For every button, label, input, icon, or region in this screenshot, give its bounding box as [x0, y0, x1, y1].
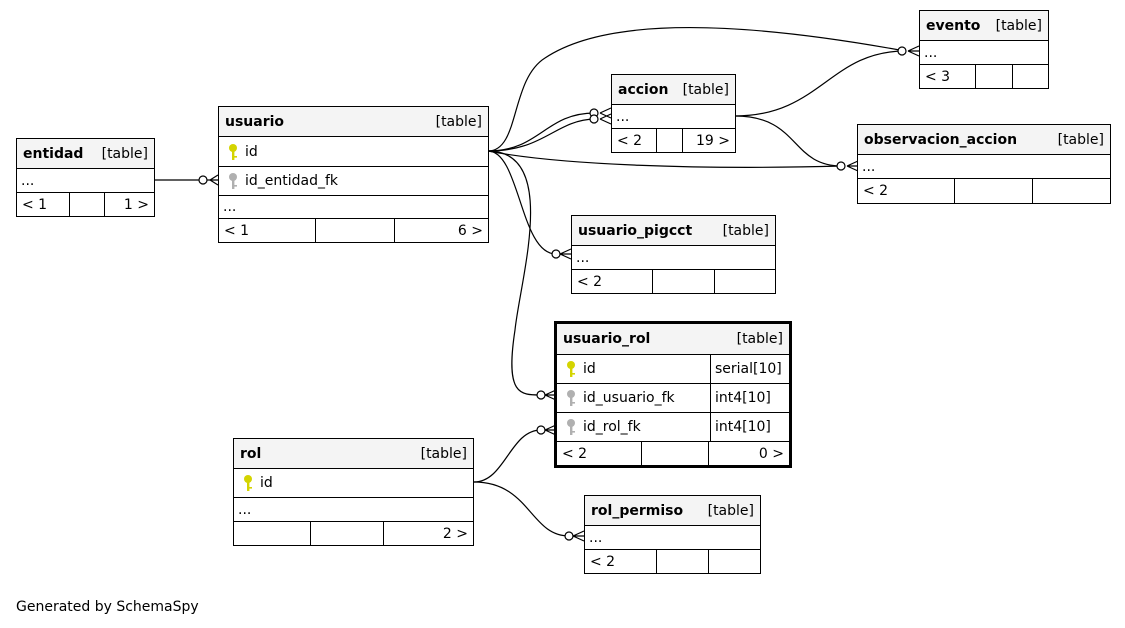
- parent-count: [234, 522, 310, 545]
- key-icon: [223, 143, 243, 161]
- more-columns: ...: [924, 44, 938, 61]
- table-observacion-accion[interactable]: observacion_accion [table] ... < 2: [857, 124, 1111, 204]
- child-count: 2 >: [383, 522, 473, 545]
- column-count: [975, 65, 1012, 88]
- table-name: rol: [240, 445, 262, 462]
- table-type: [table]: [1057, 131, 1104, 148]
- child-count: [708, 550, 760, 573]
- table-usuario-rol[interactable]: usuario_rol [table] id serial[10] id_usu…: [554, 321, 792, 468]
- key-icon: [561, 360, 581, 378]
- column-name: id_rol_fk: [583, 419, 641, 435]
- column-name: id: [583, 361, 596, 377]
- table-name: usuario_pigcct: [578, 222, 693, 239]
- child-count: [1012, 65, 1048, 88]
- more-columns: ...: [21, 172, 35, 189]
- key-icon: [561, 418, 581, 436]
- edge-accion-observacion: [734, 115, 843, 167]
- table-rol[interactable]: rol [table] id ... 2 >: [233, 438, 474, 546]
- table-name: evento: [926, 17, 981, 34]
- more-columns: ...: [616, 108, 630, 125]
- table-evento[interactable]: evento [table] ... < 3: [919, 10, 1049, 89]
- table-name: rol_permiso: [591, 502, 684, 519]
- table-type: [table]: [722, 222, 769, 239]
- more-columns: ...: [238, 501, 252, 518]
- column-count: [69, 193, 104, 216]
- column-count: [656, 129, 682, 152]
- column-count: [954, 179, 1032, 203]
- parent-count: < 2: [617, 132, 643, 149]
- more-columns: ...: [589, 529, 603, 546]
- table-name: observacion_accion: [864, 131, 1018, 148]
- table-name: entidad: [23, 145, 84, 162]
- parent-count: < 3: [925, 68, 951, 85]
- column-name: id_entidad_fk: [245, 173, 339, 189]
- edge-usuario-accion-2: [487, 118, 596, 152]
- table-name: accion: [618, 81, 669, 98]
- table-type: [table]: [435, 113, 482, 130]
- edge-usuario-pigcct: [487, 150, 557, 255]
- column-name: id_usuario_fk: [583, 390, 675, 406]
- table-name: usuario: [225, 113, 285, 130]
- child-count: 6 >: [394, 219, 488, 242]
- parent-count: < 2: [577, 273, 603, 290]
- child-count: [714, 270, 775, 293]
- column-count: [652, 270, 714, 293]
- column-count: [641, 442, 708, 465]
- edge-accion-evento: [734, 50, 906, 117]
- more-columns: ...: [223, 199, 237, 215]
- child-count: 19 >: [682, 129, 735, 152]
- child-count: 1 >: [104, 193, 154, 216]
- key-icon: [561, 389, 581, 407]
- column-type: int4[10]: [710, 384, 789, 412]
- column-type: serial[10]: [710, 355, 789, 383]
- parent-count: < 2: [562, 445, 588, 462]
- column-type: int4[10]: [710, 413, 789, 441]
- table-usuario-pigcct[interactable]: usuario_pigcct [table] ... < 2: [571, 215, 776, 294]
- parent-count: < 2: [590, 553, 616, 570]
- table-rol-permiso[interactable]: rol_permiso [table] ... < 2: [584, 495, 761, 574]
- table-type: [table]: [101, 145, 148, 162]
- table-accion[interactable]: accion [table] ... < 2 19 >: [611, 74, 736, 153]
- child-count: [1032, 179, 1110, 203]
- edge-usuario-accion-1: [487, 112, 596, 152]
- edge-usuario-usuariorol: [487, 150, 542, 396]
- table-type: [table]: [682, 81, 729, 98]
- table-type: [table]: [420, 445, 467, 462]
- child-count: 0 >: [708, 442, 789, 465]
- edge-usuario-evento: [487, 26, 906, 152]
- table-usuario[interactable]: usuario [table] id id_entidad_fk ... < 1…: [218, 106, 489, 243]
- edge-usuario-observacion: [487, 150, 843, 168]
- parent-count: < 1: [224, 222, 250, 239]
- key-icon: [223, 172, 243, 190]
- column-count: [310, 522, 383, 545]
- more-columns: ...: [576, 249, 590, 266]
- parent-count: < 1: [22, 196, 48, 213]
- more-columns: ...: [862, 158, 876, 175]
- table-entidad[interactable]: entidad [table] ... < 1 1 >: [16, 138, 155, 217]
- table-name: usuario_rol: [563, 331, 651, 347]
- edge-rol-rolpermiso: [473, 481, 570, 537]
- edge-rol-usuariorol: [473, 429, 542, 483]
- column-name: id: [260, 475, 273, 491]
- table-type: [table]: [707, 502, 754, 519]
- parent-count: < 2: [863, 183, 889, 199]
- table-type: [table]: [736, 331, 783, 347]
- column-count: [656, 550, 708, 573]
- column-name: id: [245, 143, 258, 160]
- table-type: [table]: [995, 17, 1042, 34]
- key-icon: [238, 474, 258, 492]
- generated-by-note: Generated by SchemaSpy: [16, 599, 199, 615]
- column-count: [315, 219, 394, 242]
